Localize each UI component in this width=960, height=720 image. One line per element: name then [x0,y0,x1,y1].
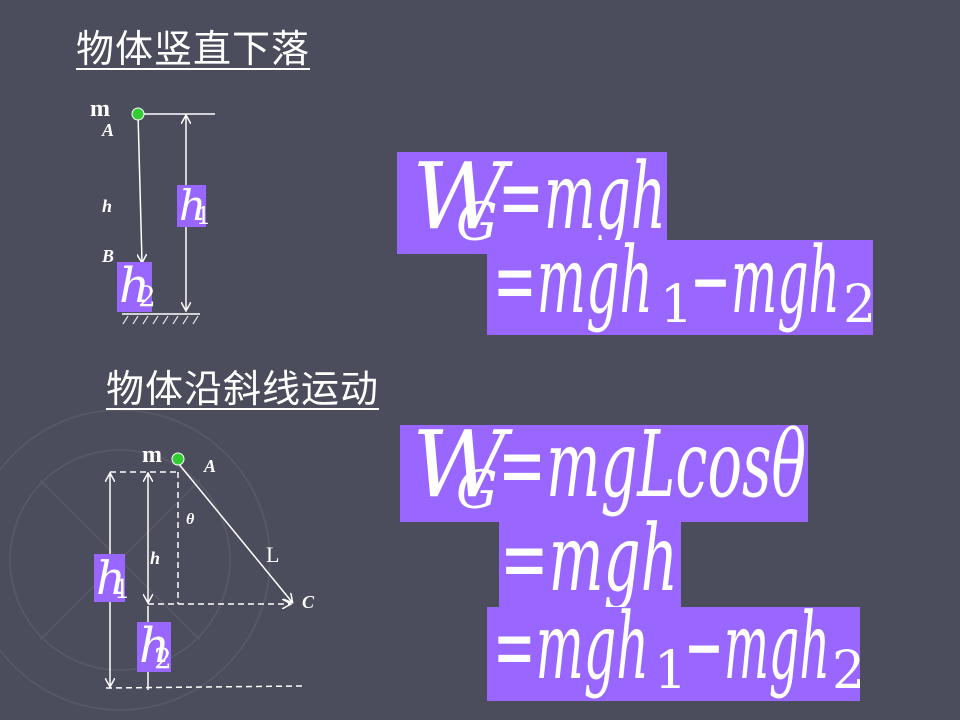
formula2-w: W [412,411,513,518]
formula2-rhs: =mgLcosθ [498,411,806,518]
h2-label-box [137,622,171,672]
ground-dashed-line [105,685,303,689]
point-a-label: A [101,120,114,140]
formula1-line2-box [487,240,873,335]
formula2-line2-box [499,520,681,608]
incline-work-formula: W G =mgLcosθ =mgh =mgh 1 −mgh 2 [400,411,865,701]
point-a-label: A [203,456,216,476]
h1-label-box [94,554,125,602]
falling-diagram: m A h B h 1 h 2 [90,96,215,325]
h2-label: h [119,258,150,314]
formula2-line1-box [400,425,808,522]
h2-label-box [117,262,152,312]
formula2-part1: =mgh [493,593,649,700]
height-h-label: h [102,196,112,216]
formula2-part2: −mgh [684,593,830,700]
mass-point [171,452,185,466]
h1-label: h [179,181,206,230]
formula1-line1-box [397,152,667,254]
h1-label: h [96,551,126,605]
height-h-label: h [150,548,160,568]
mass-label: m [142,442,162,468]
formula2-line3-box [487,607,860,701]
section1-title: 物体竖直下落 [76,27,311,71]
formula1-part2: −mgh [690,227,840,334]
section2-title: 物体沿斜线运动 [106,367,380,411]
h2-subscript: 2 [154,642,172,675]
formula1-sub1: 1 [660,275,693,335]
falling-work-formula: W G =mgh =mgh 1 −mgh 2 [397,143,876,335]
h1-label-box [177,185,206,227]
incline-diagram: m A θ L h C h 1 h 2 [94,442,315,690]
angle-theta-label: θ [186,511,195,528]
formula1-part1: =mgh [493,227,653,334]
point-b-label: B [101,246,114,266]
h1-subscript: 1 [114,575,131,605]
ground-hatch [122,315,199,325]
formula1-w: W [412,143,513,250]
fall-path-arrow [138,113,142,262]
h2-label: h [139,618,170,674]
length-l-label: L [266,542,279,567]
formula1-rhs: =mgh [498,143,666,250]
mass-point [131,107,145,121]
h1-subscript: 1 [196,202,211,230]
formula2-sub1: 1 [654,641,687,701]
formula1-sub2: 2 [843,275,876,335]
formula2-sub2: 2 [832,641,865,701]
h2-subscript: 2 [138,280,156,313]
formula2-line2: =mgh [500,505,678,612]
point-c-label: C [302,592,315,612]
formula2-w-subscript: G [456,461,498,521]
incline-path-arrow [177,462,292,602]
mass-label: m [90,96,110,122]
